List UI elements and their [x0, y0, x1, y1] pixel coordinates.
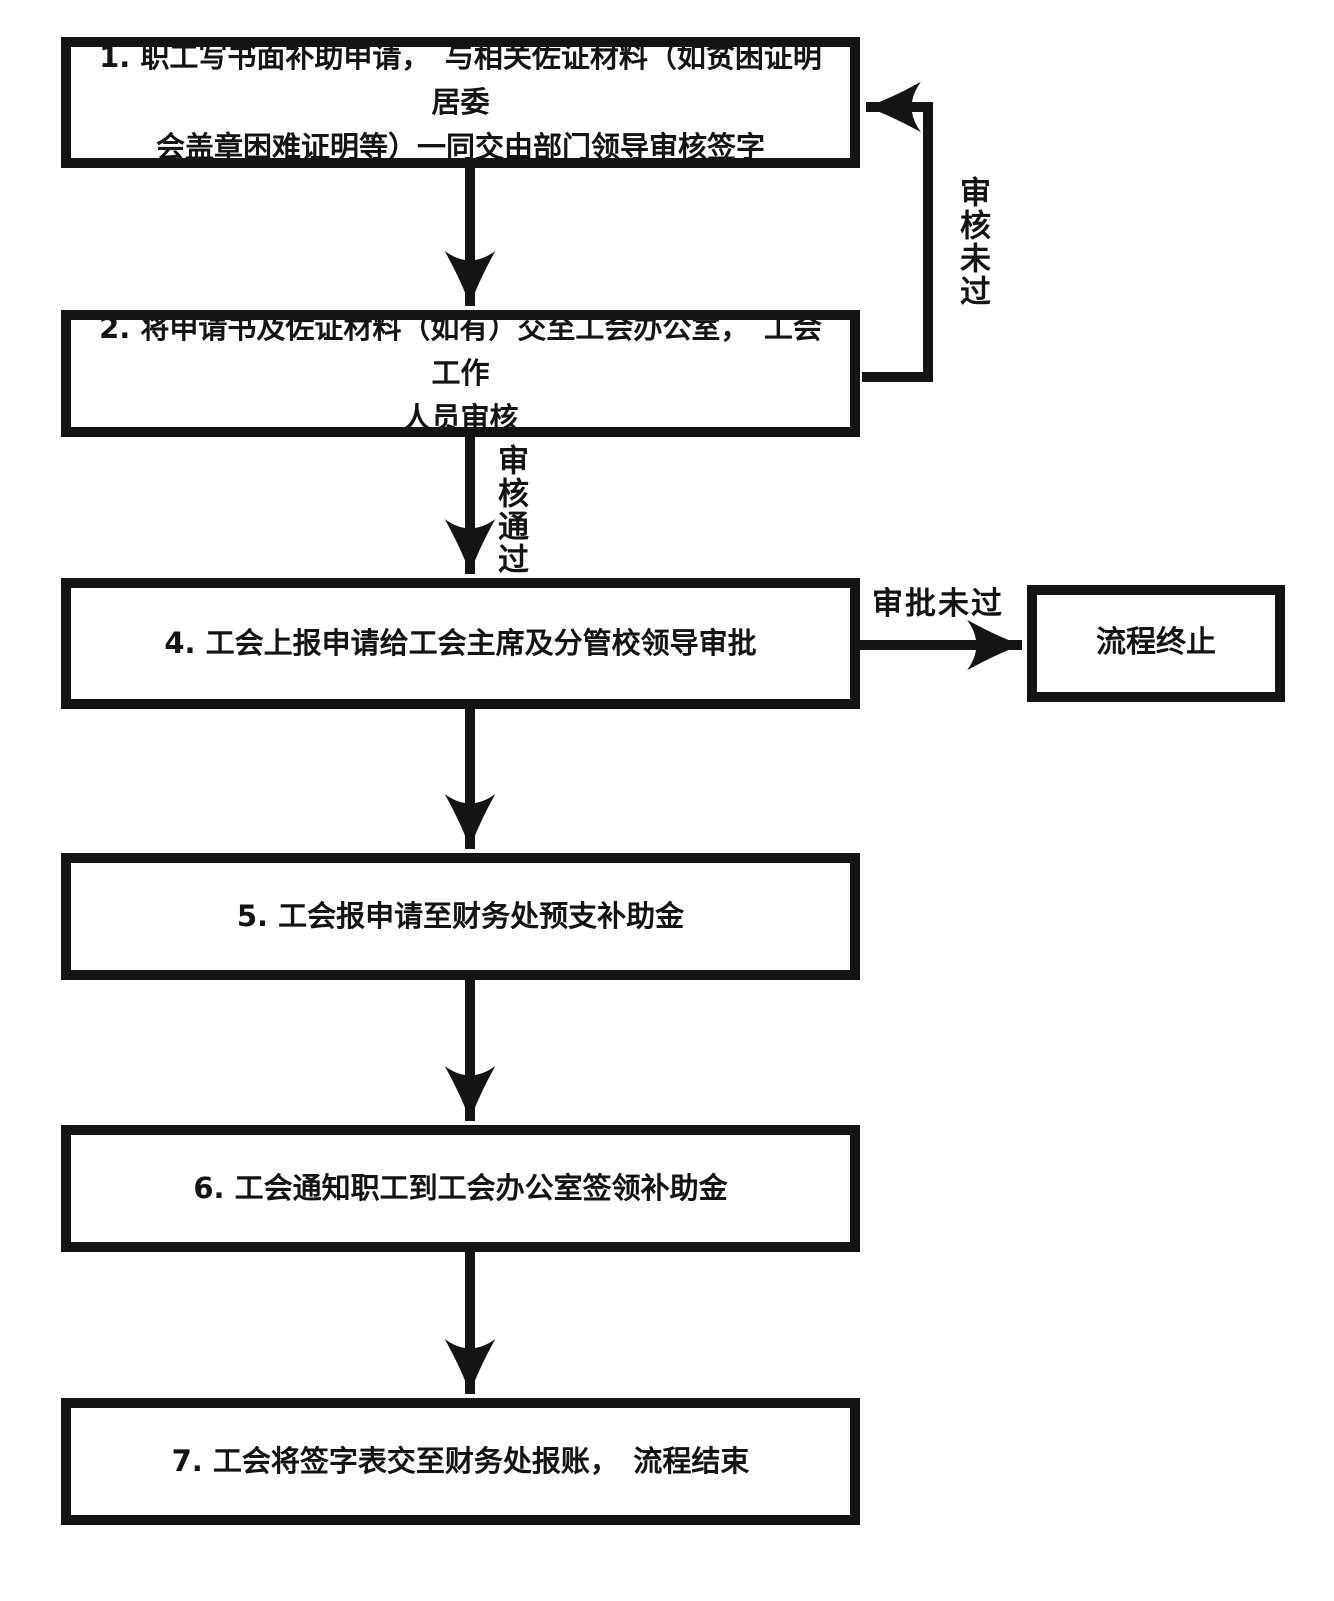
flow-node-step1-label: 1. 职工写书面补助申请， 与相关佐证材料（如贫困证明居委 会盖章困难证明等）一… [99, 40, 822, 164]
flow-node-terminate: 流程终止 [1027, 585, 1285, 702]
flow-node-step5-label: 5. 工会报申请至财务处预支补助金 [236, 899, 685, 934]
edge-label-review-failed: 审核未过 [954, 176, 990, 308]
arrow-step2-to-step1-feedback [862, 81, 933, 382]
flow-node-step2: 2. 将申请书及佐证材料（如有）交至工会办公室， 工会工作 人员审核 [61, 310, 860, 437]
flow-node-step4: 4. 工会上报申请给工会主席及分管校领导审批 [61, 578, 860, 709]
edge-label-review-passed: 审核通过 [492, 444, 528, 576]
flow-node-step6: 6. 工会通知职工到工会办公室签领补助金 [61, 1125, 860, 1252]
flow-node-step7: 7. 工会将签字表交至财务处报账， 流程结束 [61, 1398, 860, 1525]
flow-node-step2-label: 2. 将申请书及佐证材料（如有）交至工会办公室， 工会工作 人员审核 [99, 311, 822, 435]
flow-node-step1: 1. 职工写书面补助申请， 与相关佐证材料（如贫困证明居委 会盖章困难证明等）一… [61, 37, 860, 168]
flow-node-step5: 5. 工会报申请至财务处预支补助金 [61, 853, 860, 980]
flow-node-step6-label: 6. 工会通知职工到工会办公室签领补助金 [193, 1171, 728, 1206]
flow-node-step7-label: 7. 工会将签字表交至财务处报账， 流程结束 [171, 1444, 750, 1479]
edge-label-approval-failed: 审批未过 [872, 586, 1004, 622]
flow-node-step4-label: 4. 工会上报申请给工会主席及分管校领导审批 [164, 626, 757, 661]
flow-node-terminate-label: 流程终止 [1096, 625, 1216, 661]
